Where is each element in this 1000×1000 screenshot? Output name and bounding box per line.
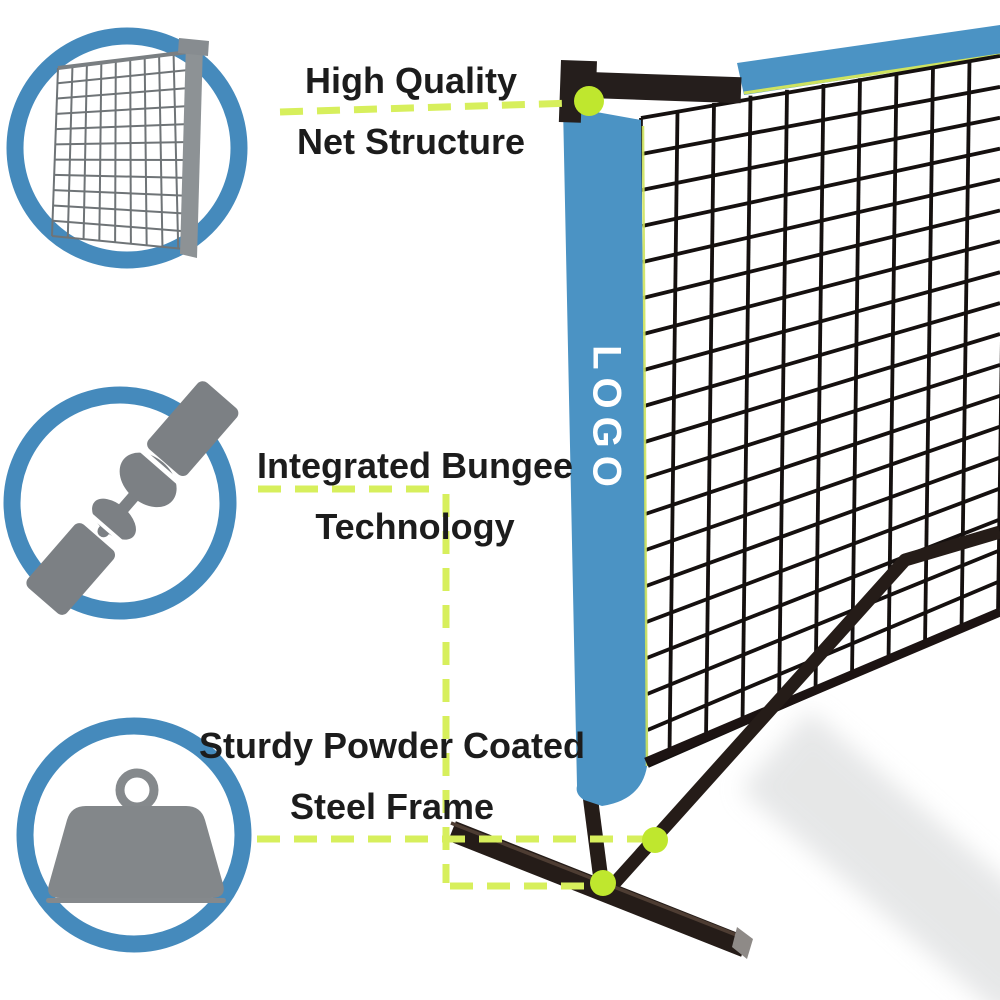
callout-bungee-line1: Integrated Bungee	[256, 445, 574, 486]
mesh-line	[114, 60, 117, 243]
mesh-line	[53, 204, 193, 215]
icon-net-post-cap	[178, 38, 209, 56]
mesh-line	[98, 62, 103, 241]
marker-dot-net	[574, 86, 604, 116]
mesh-line	[640, 54, 1000, 120]
mesh-line	[959, 60, 972, 630]
frame-foot-endcap	[732, 927, 753, 959]
ground-shadow	[740, 710, 1000, 1000]
mesh-line	[645, 455, 1000, 588]
mesh-line	[850, 78, 862, 676]
logo-text: LOGO	[584, 345, 629, 495]
mesh-line	[57, 69, 189, 85]
mesh-line	[56, 87, 190, 100]
callout-bungee-technology: Integrated Bungee Technology	[257, 435, 573, 557]
marker-dot-frame	[642, 827, 668, 853]
mesh-line	[82, 64, 88, 240]
mesh-line	[55, 141, 191, 146]
mesh-line	[644, 393, 1000, 516]
mesh-line	[646, 548, 1000, 696]
marker-dot-bungee	[590, 870, 616, 896]
mesh-line	[644, 363, 1000, 480]
mesh-line	[55, 123, 191, 131]
mesh-line	[667, 110, 680, 754]
callout-net-line1: High Quality	[304, 60, 518, 101]
mesh-line	[886, 72, 899, 661]
post-top-bracket	[558, 60, 742, 123]
mesh-line	[813, 83, 826, 692]
icon-net-post	[180, 42, 203, 258]
bungee-connector-icon	[26, 381, 239, 615]
mesh-line	[143, 57, 148, 246]
net-mesh	[639, 54, 1000, 770]
mesh-line	[643, 301, 1000, 408]
callout-net-structure: High Quality Net Structure	[297, 50, 525, 172]
callout-net-line2: Net Structure	[296, 121, 526, 162]
mesh-line	[704, 102, 716, 738]
net-side-band	[563, 106, 649, 806]
mesh-line	[645, 424, 1000, 552]
callout-bungee-line2: Technology	[315, 506, 515, 547]
callout-frame-line1: Sturdy Powder Coated	[198, 725, 586, 766]
callout-steel-frame: Sturdy Powder Coated Steel Frame	[199, 715, 585, 837]
net-top-seam	[743, 53, 1000, 95]
mesh-line	[740, 95, 753, 723]
mesh-line	[56, 105, 190, 115]
frame-support-leg	[607, 525, 1000, 891]
mesh-line	[641, 85, 1000, 156]
icon-net-top-tape	[57, 50, 189, 70]
mesh-line	[53, 189, 193, 197]
mesh-line	[643, 332, 1000, 444]
mesh-line	[996, 55, 1000, 614]
callout-line-net	[279, 99, 576, 116]
mesh-line	[52, 219, 194, 233]
net-top-band	[737, 25, 1000, 95]
mesh-line	[172, 53, 180, 249]
mesh-line	[645, 486, 1000, 624]
mesh-line	[158, 55, 164, 247]
net-structure-icon	[51, 38, 209, 258]
mesh-line	[51, 235, 195, 251]
net-side-seam	[641, 125, 649, 767]
mesh-line	[54, 173, 192, 179]
callout-frame-line2: Steel Frame	[289, 786, 495, 827]
mesh-line	[66, 66, 74, 238]
pickleball-net	[448, 25, 1000, 959]
mesh-line	[129, 59, 132, 244]
weight-icon	[46, 768, 226, 903]
mesh-line	[51, 67, 59, 237]
callout-lines	[257, 99, 643, 890]
marker-dots	[574, 86, 668, 896]
net-bottom-rail	[644, 607, 1000, 767]
mesh-line	[777, 89, 789, 707]
